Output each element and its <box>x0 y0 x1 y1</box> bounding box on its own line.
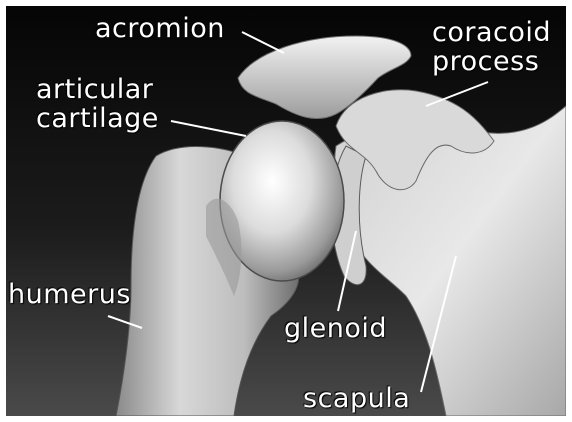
scapula-text: scapula <box>303 384 410 413</box>
acromion-label: acromion <box>95 14 225 43</box>
image-frame: acromion coracoid process articular cart… <box>6 6 566 416</box>
articular-cartilage-leader <box>171 121 246 136</box>
glenoid-text: glenoid <box>284 314 387 343</box>
glenoid-label: glenoid <box>284 314 387 343</box>
acromion-leader <box>242 32 284 53</box>
humerus-leader <box>108 316 142 328</box>
scapula-label: scapula <box>303 384 410 413</box>
coracoid-process-label: coracoid process <box>432 18 551 76</box>
glenoid-leader <box>338 231 356 311</box>
humerus-text: humerus <box>8 280 131 309</box>
articular-text-line2: cartilage <box>36 104 159 133</box>
coracoid-text-line1: coracoid <box>432 18 551 47</box>
articular-cartilage-label: articular cartilage <box>36 75 159 133</box>
scapula-leader <box>421 256 456 392</box>
coracoid-leader <box>426 82 488 106</box>
acromion-text: acromion <box>95 14 225 43</box>
humerus-label: humerus <box>8 280 131 309</box>
articular-text-line1: articular <box>36 75 159 104</box>
coracoid-text-line2: process <box>432 47 551 76</box>
